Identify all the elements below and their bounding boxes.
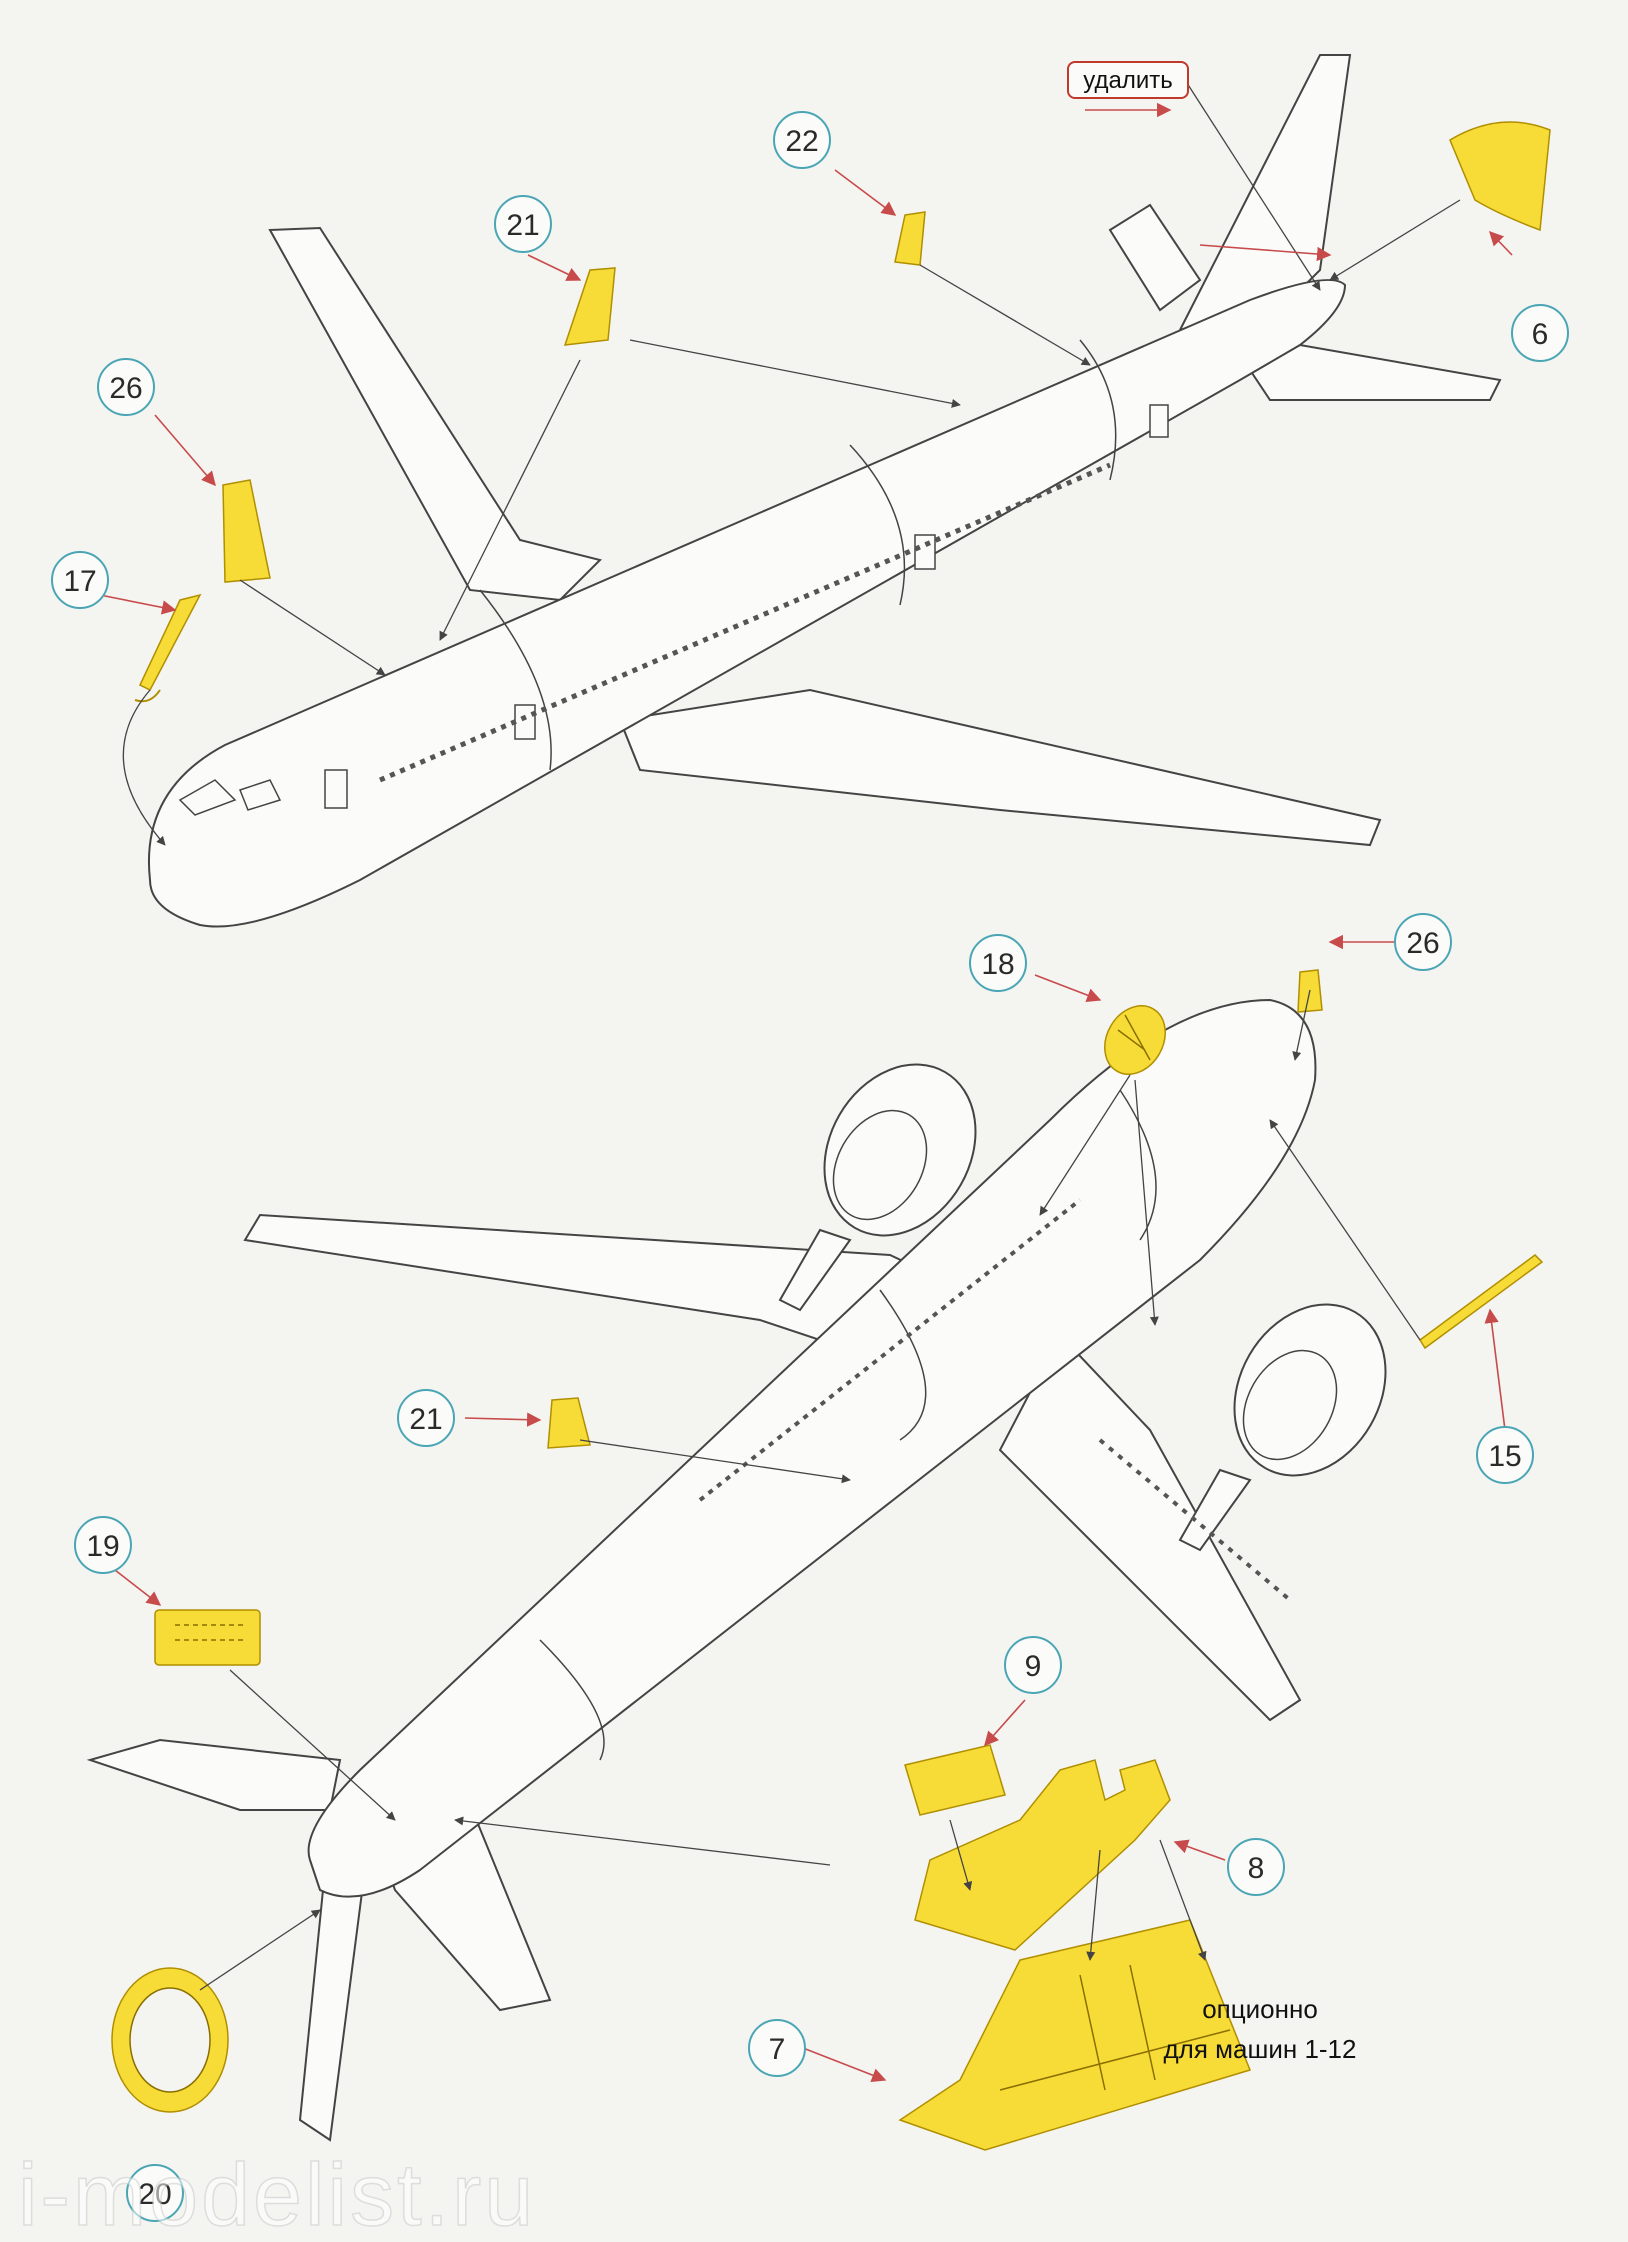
- callout-22: 22: [785, 125, 818, 158]
- callout-26b-ring: [1394, 913, 1452, 971]
- remove-label: удалить: [1083, 67, 1172, 94]
- callout-9-ring: [1004, 1636, 1062, 1694]
- fuselage: [148, 279, 1347, 928]
- optional-note-line2: для машин 1-12: [1164, 2034, 1357, 2064]
- fuselage-bottom: [307, 998, 1317, 1898]
- callout-numbers: 6 21 22 26 17 18 26 21 15 19 9 8 7 20: [63, 125, 1548, 2211]
- part-21-top: [563, 267, 616, 346]
- callout-26a-ring: [97, 358, 155, 416]
- callout-6: 6: [1532, 318, 1549, 351]
- remove-label-box: [1067, 61, 1189, 99]
- callout-26-top: 26: [109, 372, 142, 405]
- window-row-top: [379, 462, 1111, 783]
- callout-19: 19: [86, 1530, 119, 1563]
- callout-18-ring: [969, 934, 1027, 992]
- optional-note-line1: опционно: [1202, 1994, 1318, 2024]
- near-wing: [618, 688, 1382, 847]
- part-15: [1418, 1254, 1544, 1350]
- callout-21a-ring: [494, 195, 552, 253]
- far-wing: [268, 226, 602, 602]
- callout-7-ring: [748, 2019, 806, 2077]
- part-18: [1104, 1005, 1166, 1075]
- callout-22-ring: [773, 111, 831, 169]
- aircraft-top-view: [148, 54, 1502, 928]
- part-19: [154, 1609, 261, 1666]
- rear-stabilizer: [86, 1738, 342, 1811]
- part-22: [894, 211, 926, 266]
- callout-circles: [51, 111, 1569, 2222]
- callout-9: 9: [1025, 1650, 1042, 1683]
- callout-20: 20: [138, 2178, 171, 2211]
- callout-7: 7: [769, 2033, 786, 2066]
- callout-15: 15: [1488, 1440, 1521, 1473]
- callout-19-ring: [74, 1516, 132, 1574]
- part-9: [904, 1744, 1006, 1816]
- callout-8: 8: [1248, 1852, 1265, 1885]
- aircraft-bottom-view: [86, 998, 1387, 2142]
- part-21-bottom: [547, 1397, 591, 1449]
- callout-20-ring: [126, 2164, 184, 2222]
- callout-18: 18: [981, 948, 1014, 981]
- part-6: [1449, 121, 1551, 232]
- callout-21-top: 21: [506, 209, 539, 242]
- part-8: [914, 1759, 1171, 1951]
- callout-15-ring: [1476, 1426, 1534, 1484]
- window-row-bottom: [698, 1198, 1292, 1602]
- callout-21-bottom: 21: [409, 1403, 442, 1436]
- callout-26-bottom: 26: [1406, 927, 1439, 960]
- leader-lines: [122, 79, 1461, 1991]
- callout-17-ring: [51, 551, 109, 609]
- callout-arrows: [99, 102, 1513, 2082]
- callout-8-ring: [1227, 1838, 1285, 1896]
- stabilizer-far: [1108, 203, 1202, 312]
- watermark: i-modelist.ru: [18, 2145, 536, 2242]
- callout-21b-ring: [397, 1389, 455, 1447]
- callout-6-ring: [1511, 304, 1569, 362]
- part-26-top: [222, 479, 271, 583]
- callout-17: 17: [63, 565, 96, 598]
- right-wing: [998, 1333, 1302, 1722]
